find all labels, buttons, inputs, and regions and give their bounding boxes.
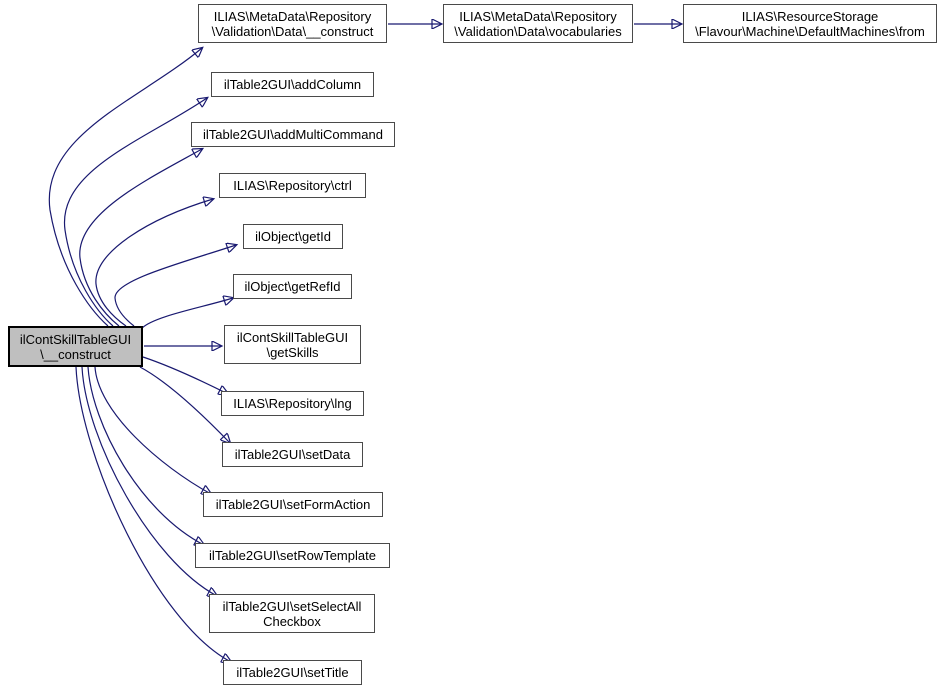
node-iltable2gui-addmulticommand[interactable]: ilTable2GUI\addMultiCommand xyxy=(191,122,395,147)
node-ilcontskilltablegui-getskills[interactable]: ilContSkillTableGUI \getSkills xyxy=(224,325,361,364)
node-iltable2gui-setdata[interactable]: ilTable2GUI\setData xyxy=(222,442,363,467)
node-iltable2gui-setselectallcheckbox[interactable]: ilTable2GUI\setSelectAll Checkbox xyxy=(209,594,375,633)
node-iltable2gui-setformaction[interactable]: ilTable2GUI\setFormAction xyxy=(203,492,383,517)
edge-main-to-set-data xyxy=(139,366,230,443)
node-metadata-repository-validation-data-construct[interactable]: ILIAS\MetaData\Repository \Validation\Da… xyxy=(198,4,387,43)
node-metadata-repository-validation-data-vocabularies[interactable]: ILIAS\MetaData\Repository \Validation\Da… xyxy=(443,4,633,43)
edge-main-to-get-ref-id xyxy=(141,298,233,329)
node-iltable2gui-setrowtemplate[interactable]: ilTable2GUI\setRowTemplate xyxy=(195,543,390,568)
edge-main-to-ctrl xyxy=(95,199,213,327)
edge-main-to-get-id xyxy=(114,245,236,327)
edge-main-to-add-multi-command xyxy=(79,149,202,327)
node-ilias-repository-ctrl[interactable]: ILIAS\Repository\ctrl xyxy=(219,173,366,198)
node-ilcontskilltablegui-construct[interactable]: ilContSkillTableGUI \__construct xyxy=(8,326,143,367)
edge-main-to-set-form-action xyxy=(94,366,211,494)
edge-main-to-meta-data-construct xyxy=(48,48,202,327)
node-iltable2gui-settitle[interactable]: ilTable2GUI\setTitle xyxy=(223,660,362,685)
edge-main-to-lng xyxy=(142,356,228,394)
node-ilobject-getid[interactable]: ilObject\getId xyxy=(243,224,343,249)
node-resourcestorage-defaultmachines-from[interactable]: ILIAS\ResourceStorage \Flavour\Machine\D… xyxy=(683,4,937,43)
edge-main-to-add-column xyxy=(63,98,207,327)
node-ilobject-getrefid[interactable]: ilObject\getRefId xyxy=(233,274,352,299)
node-ilias-repository-lng[interactable]: ILIAS\Repository\lng xyxy=(221,391,364,416)
node-iltable2gui-addcolumn[interactable]: ilTable2GUI\addColumn xyxy=(211,72,374,97)
edge-main-to-set-row-template xyxy=(87,366,204,545)
